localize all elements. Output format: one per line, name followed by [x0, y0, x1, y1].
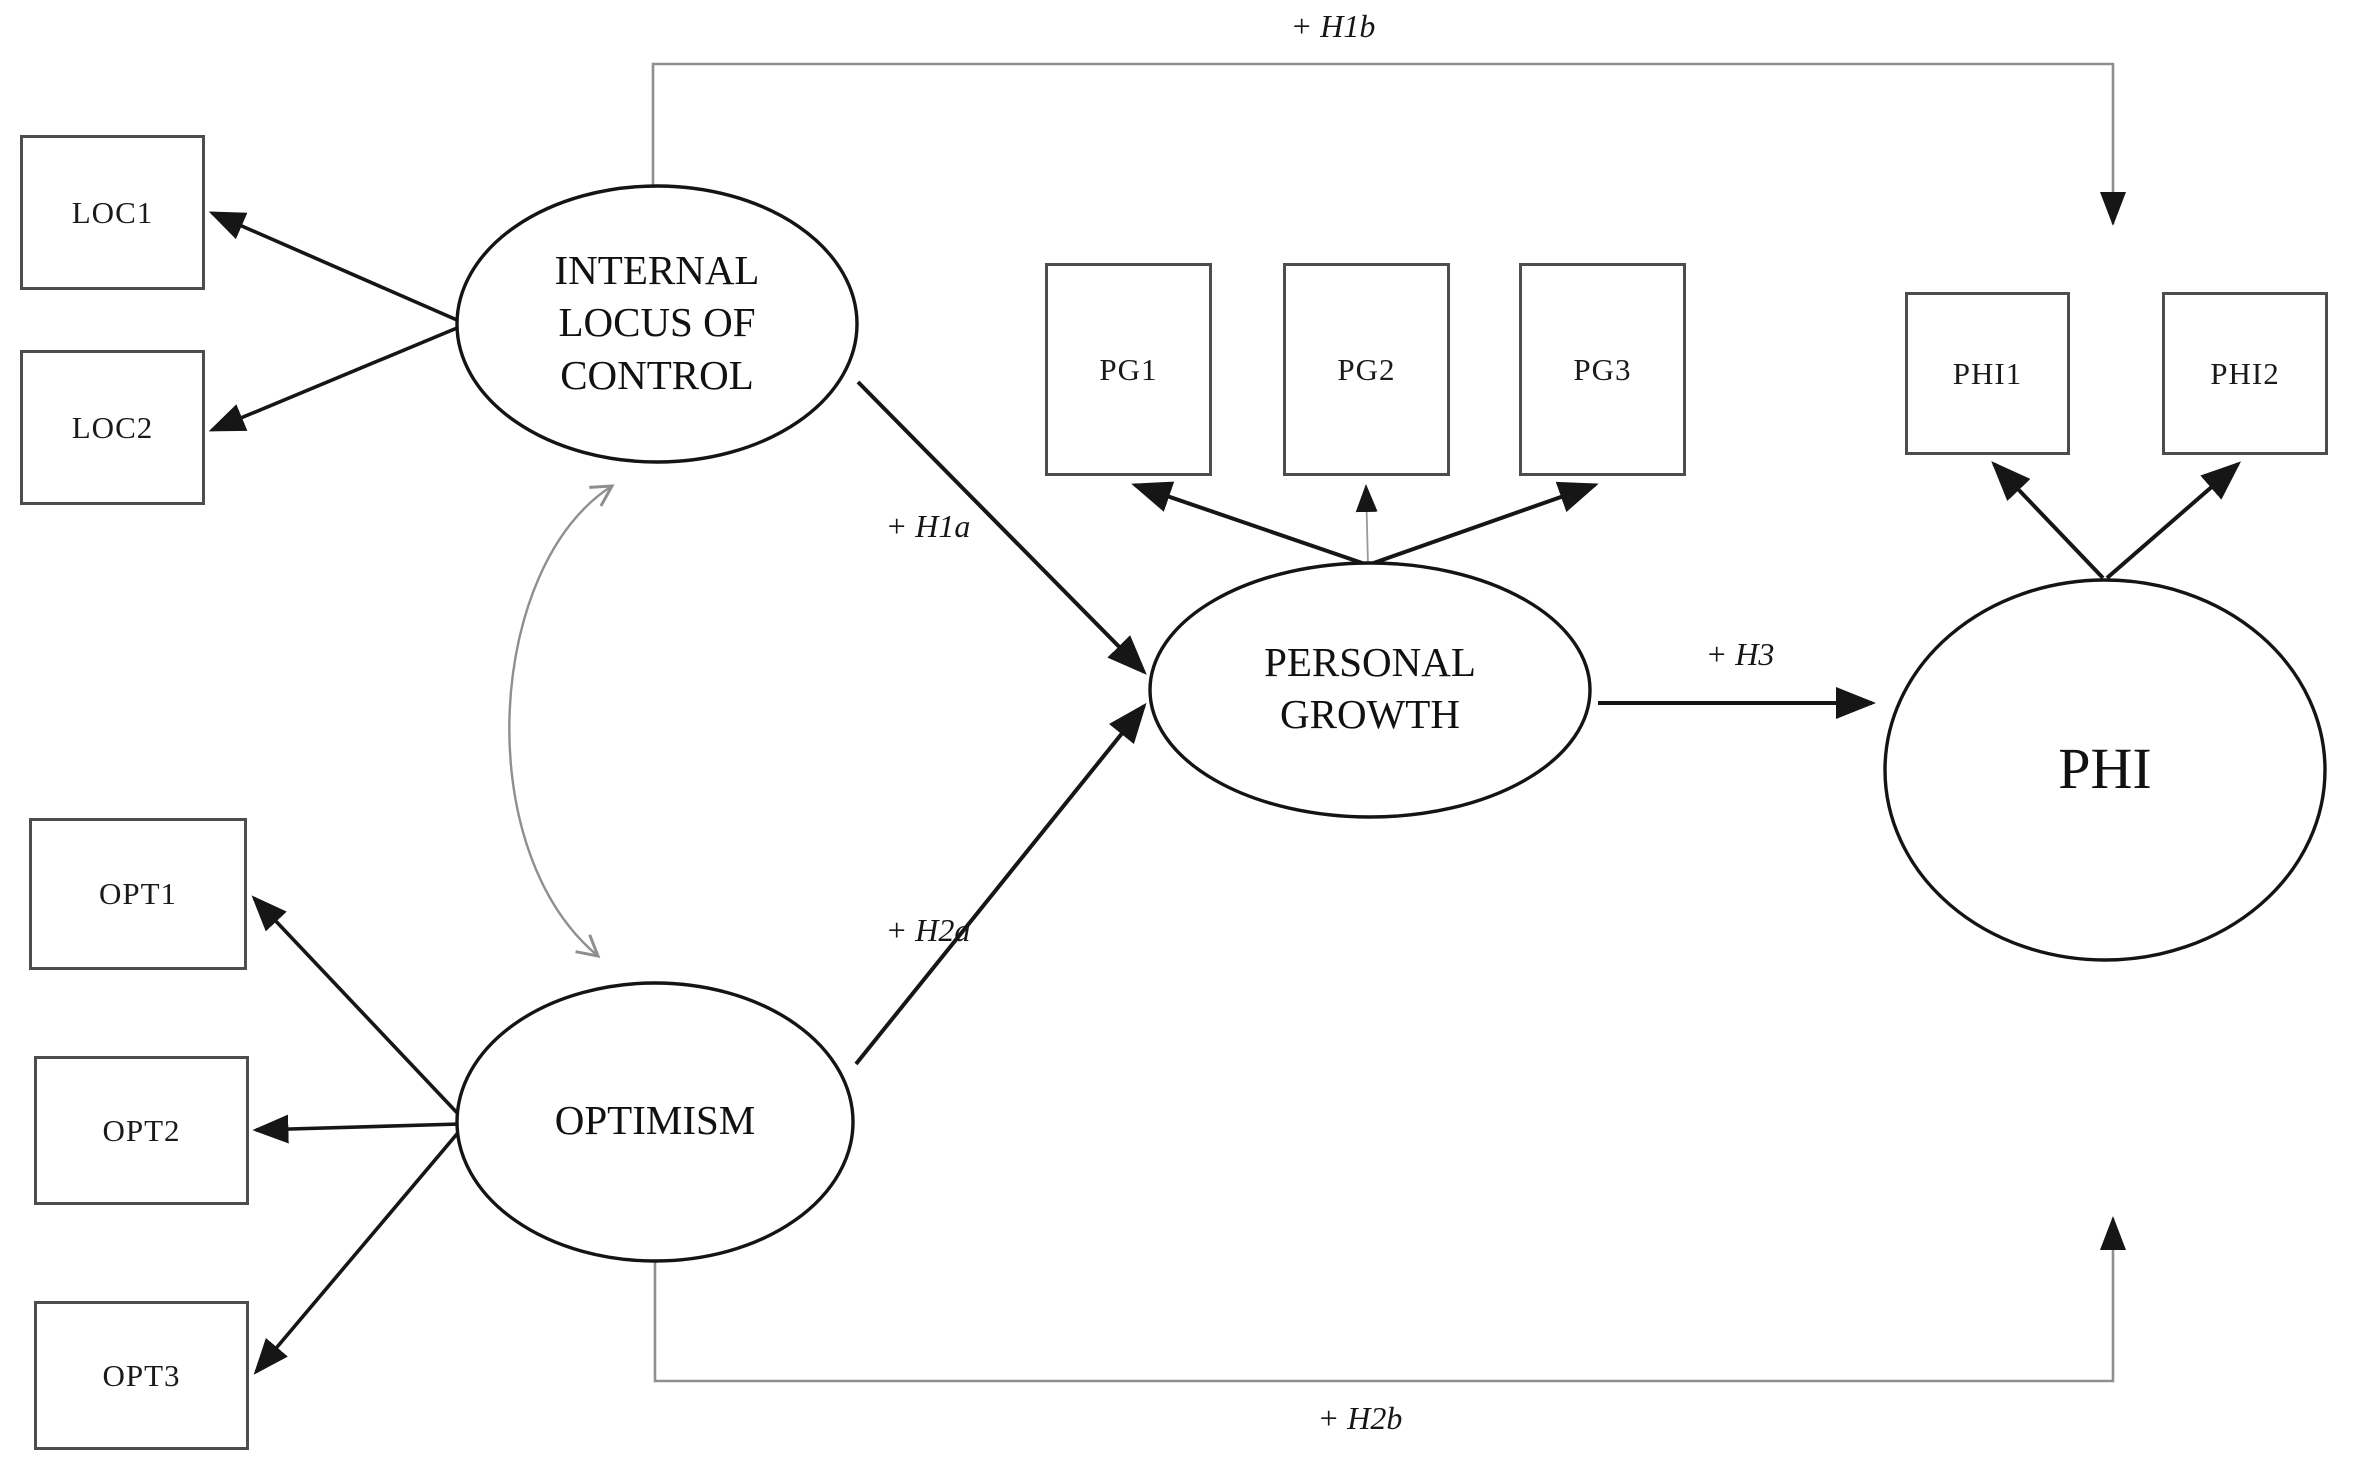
arrow-opt-opt2 — [252, 1114, 461, 1144]
indicator-label-phi1: PHI1 — [1952, 355, 2023, 391]
latent-label-line: INTERNAL — [554, 247, 760, 293]
hypothesis-label-h2b: + H2b — [1317, 1400, 1403, 1436]
latent-label-personal-growth: PERSONAL GROWTH — [1150, 636, 1590, 741]
arrow-iloc-loc1 — [208, 211, 458, 322]
arrow-phi-phi2 — [2105, 461, 2242, 580]
indicator-box-loc2: LOC2 — [20, 350, 205, 505]
latent-ellipse-personal-growth — [1148, 561, 1592, 819]
latent-ellipse-internal-locus-of-control — [455, 184, 859, 464]
arrow-h2a — [854, 702, 1147, 1066]
covariance-curve-arrow — [508, 484, 615, 958]
latent-ellipse-optimism — [455, 981, 855, 1263]
indicator-label-opt1: OPT1 — [98, 876, 178, 911]
latent-label-optimism: OPTIMISM — [455, 1094, 855, 1146]
latent-label-line: OPTIMISM — [554, 1097, 756, 1143]
arrow-opt-opt1 — [251, 895, 464, 1120]
indicator-box-pg3: PG3 — [1519, 263, 1686, 476]
latent-label-line: CONTROL — [560, 351, 754, 398]
latent-label-line: LOCUS OF — [558, 299, 756, 346]
latent-label-phi: PHI — [1955, 732, 2255, 806]
arrow-opt-opt3 — [253, 1126, 464, 1375]
latent-label-line: GROWTH — [1280, 691, 1460, 738]
arrow-pg-pg3 — [1367, 481, 1599, 567]
arrow-pg-pg1 — [1131, 481, 1369, 567]
arrow-phi-phi1 — [1991, 461, 2105, 580]
indicator-label-pg1: PG1 — [1099, 351, 1158, 387]
indicator-label-opt3: OPT3 — [102, 1357, 181, 1393]
indicator-label-pg2: PG2 — [1337, 351, 1396, 387]
hypothesis-label-h3: + H3 — [1705, 636, 1775, 672]
arrow-h1a — [856, 380, 1147, 675]
hypothesis-label-h1a: + H1a — [885, 508, 971, 544]
indicator-box-pg1: PG1 — [1045, 263, 1212, 476]
indicator-box-pg2: PG2 — [1283, 263, 1450, 476]
indicator-box-phi2: PHI2 — [2162, 292, 2328, 455]
indicator-box-loc1: LOC1 — [20, 135, 205, 290]
indicator-label-loc2: LOC2 — [71, 409, 154, 445]
indicator-box-phi1: PHI1 — [1905, 292, 2070, 455]
hypothesis-label-h1b: + H1b — [1290, 8, 1376, 44]
indicator-box-opt3: OPT3 — [34, 1301, 249, 1450]
path-h2b — [653, 1216, 2126, 1383]
indicator-box-opt2: OPT2 — [34, 1056, 249, 1205]
arrow-pg-pg2 — [1355, 484, 1378, 566]
latent-ellipse-phi — [1883, 578, 2327, 962]
latent-label-line: PERSONAL — [1264, 639, 1476, 685]
indicator-label-opt2: OPT2 — [102, 1112, 181, 1148]
indicator-label-loc1: LOC1 — [71, 194, 154, 230]
indicator-label-phi2: PHI2 — [2210, 355, 2280, 391]
latent-label-line: PHI — [2058, 736, 2152, 801]
path-h1b — [651, 62, 2126, 226]
indicator-box-opt1: OPT1 — [29, 818, 247, 970]
hypothesis-label-h2a: + H2a — [885, 912, 971, 948]
arrow-iloc-loc2 — [208, 326, 458, 432]
latent-label-internal-locus-of-control: INTERNAL LOCUS OF CONTROL — [467, 244, 847, 401]
indicator-label-pg3: PG3 — [1573, 351, 1632, 387]
